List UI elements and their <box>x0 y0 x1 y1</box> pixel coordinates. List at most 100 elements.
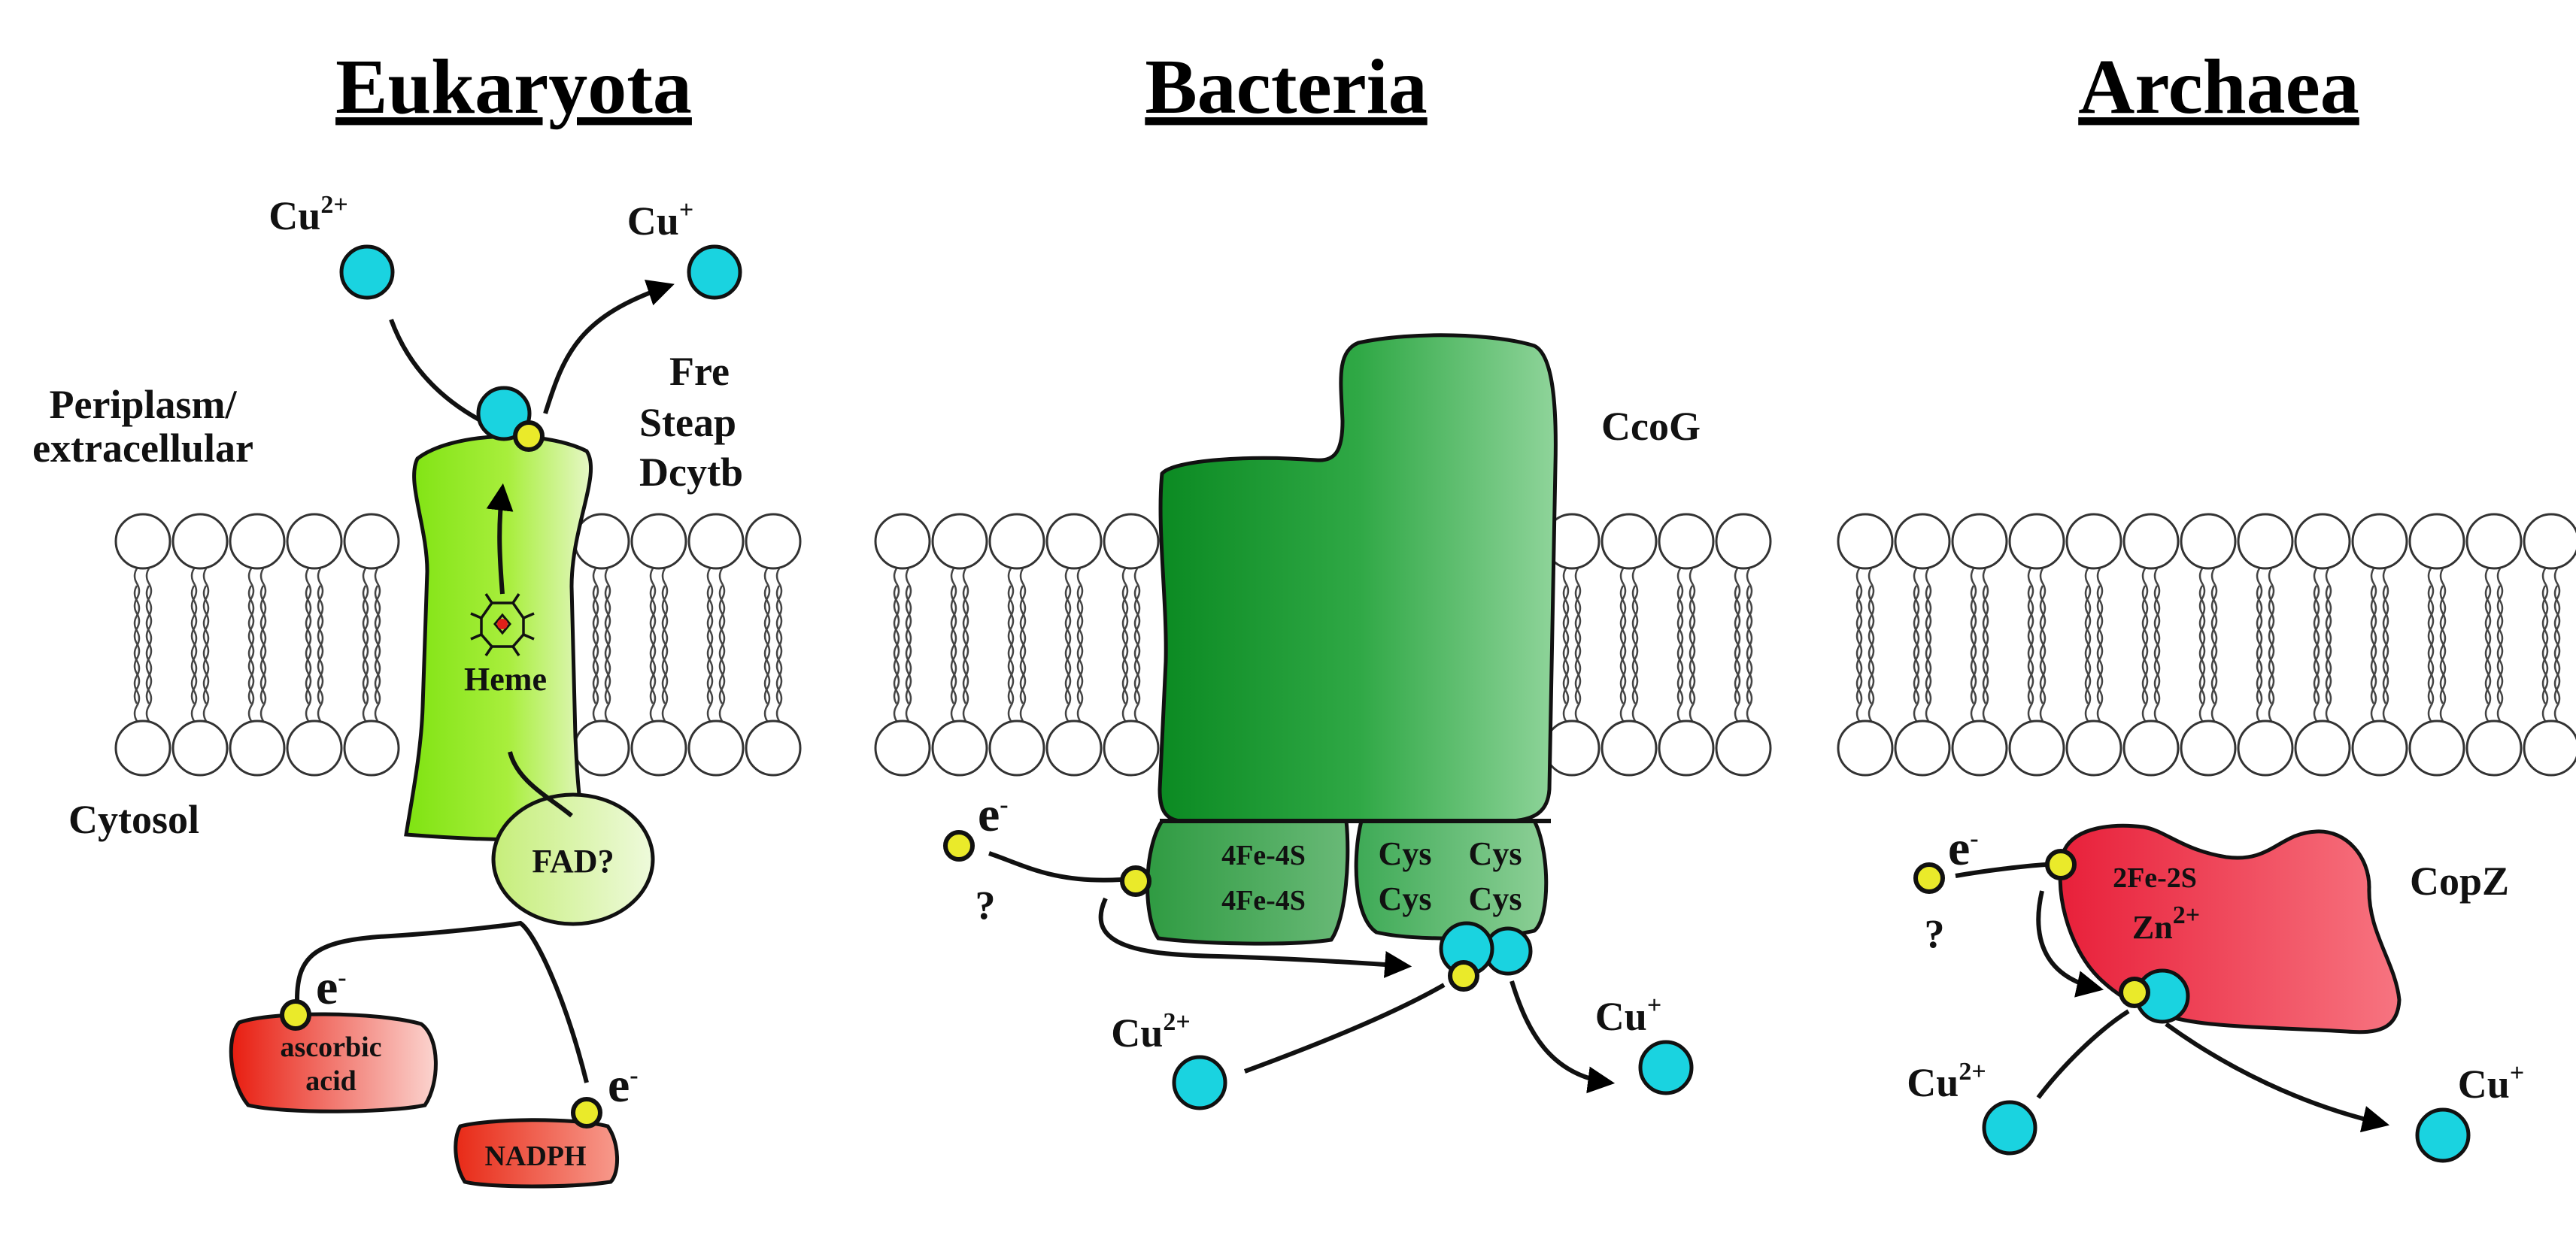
lipid-head <box>114 719 171 777</box>
ascorbic-acid-box <box>229 1012 438 1113</box>
lipid-head <box>2065 513 2122 570</box>
fre-electron-path-lower <box>508 751 573 818</box>
cluster-2fe2s: 2Fe-2S <box>2113 862 2197 894</box>
lipid-tail <box>763 567 783 705</box>
cluster-4fe4s-1: 4Fe-4S <box>1221 840 1306 871</box>
lipid-tail <box>592 567 611 705</box>
lipid-head <box>1103 719 1160 777</box>
lipid-head <box>2122 719 2180 777</box>
lipid-tail <box>1913 584 1932 723</box>
cys-label-2: Cys <box>1469 835 1522 872</box>
cys-label-3: Cys <box>1379 880 1432 917</box>
unknown-donor-arc: ? <box>1925 911 1945 956</box>
membrane-eukaryota <box>114 513 802 777</box>
protein-name-steap: Steap <box>639 400 736 445</box>
lipid-head <box>1658 513 1715 570</box>
lipid-tail <box>1855 567 1875 705</box>
lipid-head <box>1951 719 2008 777</box>
arc-electron-path-1 <box>1955 862 2047 878</box>
lipid-head <box>630 719 687 777</box>
panel-eukaryota: Periplasm/ extracellular Cytosol FAD? He… <box>32 191 743 1189</box>
protein-label-copz: CopZ <box>2410 859 2509 904</box>
protein-name-fre: Fre <box>669 349 730 394</box>
lipid-head <box>1543 719 1601 777</box>
lipid-tail <box>305 584 324 723</box>
arc-cu-release-arrow <box>2165 1022 2390 1133</box>
title-archaea: Archaea <box>2078 44 2359 130</box>
lipid-tail <box>1619 567 1639 705</box>
electron-icon-arc-donor <box>1913 862 1945 894</box>
lipid-tail <box>1121 567 1141 705</box>
lipid-tail <box>190 567 210 705</box>
lipid-tail <box>649 567 669 705</box>
fre-electron-path-upper <box>486 483 514 595</box>
lipid-head <box>286 719 343 777</box>
protein-label-ccog: CcoG <box>1601 404 1701 449</box>
bac-electron-path-2 <box>1098 897 1412 978</box>
copper-ion-cu2 <box>339 244 395 300</box>
electron-label-nadph: e- <box>608 1058 639 1113</box>
electron-icon-ascorbic <box>280 999 311 1031</box>
fad-label: FAD? <box>532 843 614 880</box>
lipid-tail <box>1855 584 1875 723</box>
lipid-head <box>2523 513 2576 570</box>
lipid-head <box>874 719 931 777</box>
bac-electron-path-1 <box>988 851 1121 883</box>
lipid-head <box>1894 513 1951 570</box>
lipid-tail <box>2370 567 2389 705</box>
region-extracellular-label: extracellular <box>32 426 253 471</box>
lipid-tail <box>1913 567 1932 705</box>
electron-icon-bac-donor <box>943 830 975 862</box>
lipid-head <box>2008 719 2065 777</box>
lipid-head <box>687 513 745 570</box>
cu1-label-euk: Cu+ <box>627 196 693 244</box>
lipid-head <box>931 719 988 777</box>
lipid-tail <box>2084 567 2104 705</box>
membrane-archaea <box>1837 513 2576 777</box>
copper-ion-arc-cu1 <box>2415 1107 2471 1163</box>
lipid-head <box>1715 513 1772 570</box>
heme-label: Heme <box>464 661 547 698</box>
lipid-tail <box>592 584 611 723</box>
title-eukaryota: Eukaryota <box>335 44 692 130</box>
copper-ion-arc-cu2 <box>1982 1100 2037 1156</box>
lipid-tail <box>133 567 153 705</box>
lipid-head <box>2465 513 2523 570</box>
lipid-head <box>687 719 745 777</box>
lipid-tail <box>1562 567 1582 705</box>
lipid-head <box>1103 513 1160 570</box>
lipid-head <box>1894 719 1951 777</box>
lipid-tail <box>2084 584 2104 723</box>
fad-domain <box>491 792 655 926</box>
ccog-protein <box>1158 333 1558 823</box>
arc-electron-path-2 <box>2036 890 2104 998</box>
lipid-head <box>573 513 630 570</box>
heme-icon <box>470 593 535 656</box>
ascorbic-label-2: acid <box>305 1065 357 1097</box>
electron-icon-nadph <box>571 1097 602 1128</box>
lipid-head <box>2351 719 2408 777</box>
lipid-tail <box>1121 584 1141 723</box>
lipid-tail <box>2370 584 2389 723</box>
copper-ion-cu1 <box>687 244 742 300</box>
copz-protein <box>2058 823 2402 1035</box>
cu2-label-euk: Cu2+ <box>269 191 347 238</box>
lipid-tail <box>1734 567 1753 705</box>
electron-label-ascorbic: e- <box>316 960 347 1015</box>
lipid-head <box>2294 719 2351 777</box>
lipid-head <box>229 719 286 777</box>
lipid-tail <box>1734 584 1753 723</box>
electron-label-arc: e- <box>1948 821 1979 876</box>
electron-icon-arc-cluster <box>2045 849 2077 880</box>
lipid-head <box>988 513 1045 570</box>
lipid-tail <box>2484 567 2504 705</box>
lipid-tail <box>2198 584 2218 723</box>
lipid-tail <box>2198 567 2218 705</box>
lipid-head <box>1045 513 1103 570</box>
lipid-tail <box>2427 567 2447 705</box>
lipid-head <box>2122 513 2180 570</box>
lipid-head <box>2180 513 2237 570</box>
donor-branch-path <box>295 920 589 1083</box>
lipid-head <box>2237 513 2294 570</box>
lipid-head <box>171 513 229 570</box>
